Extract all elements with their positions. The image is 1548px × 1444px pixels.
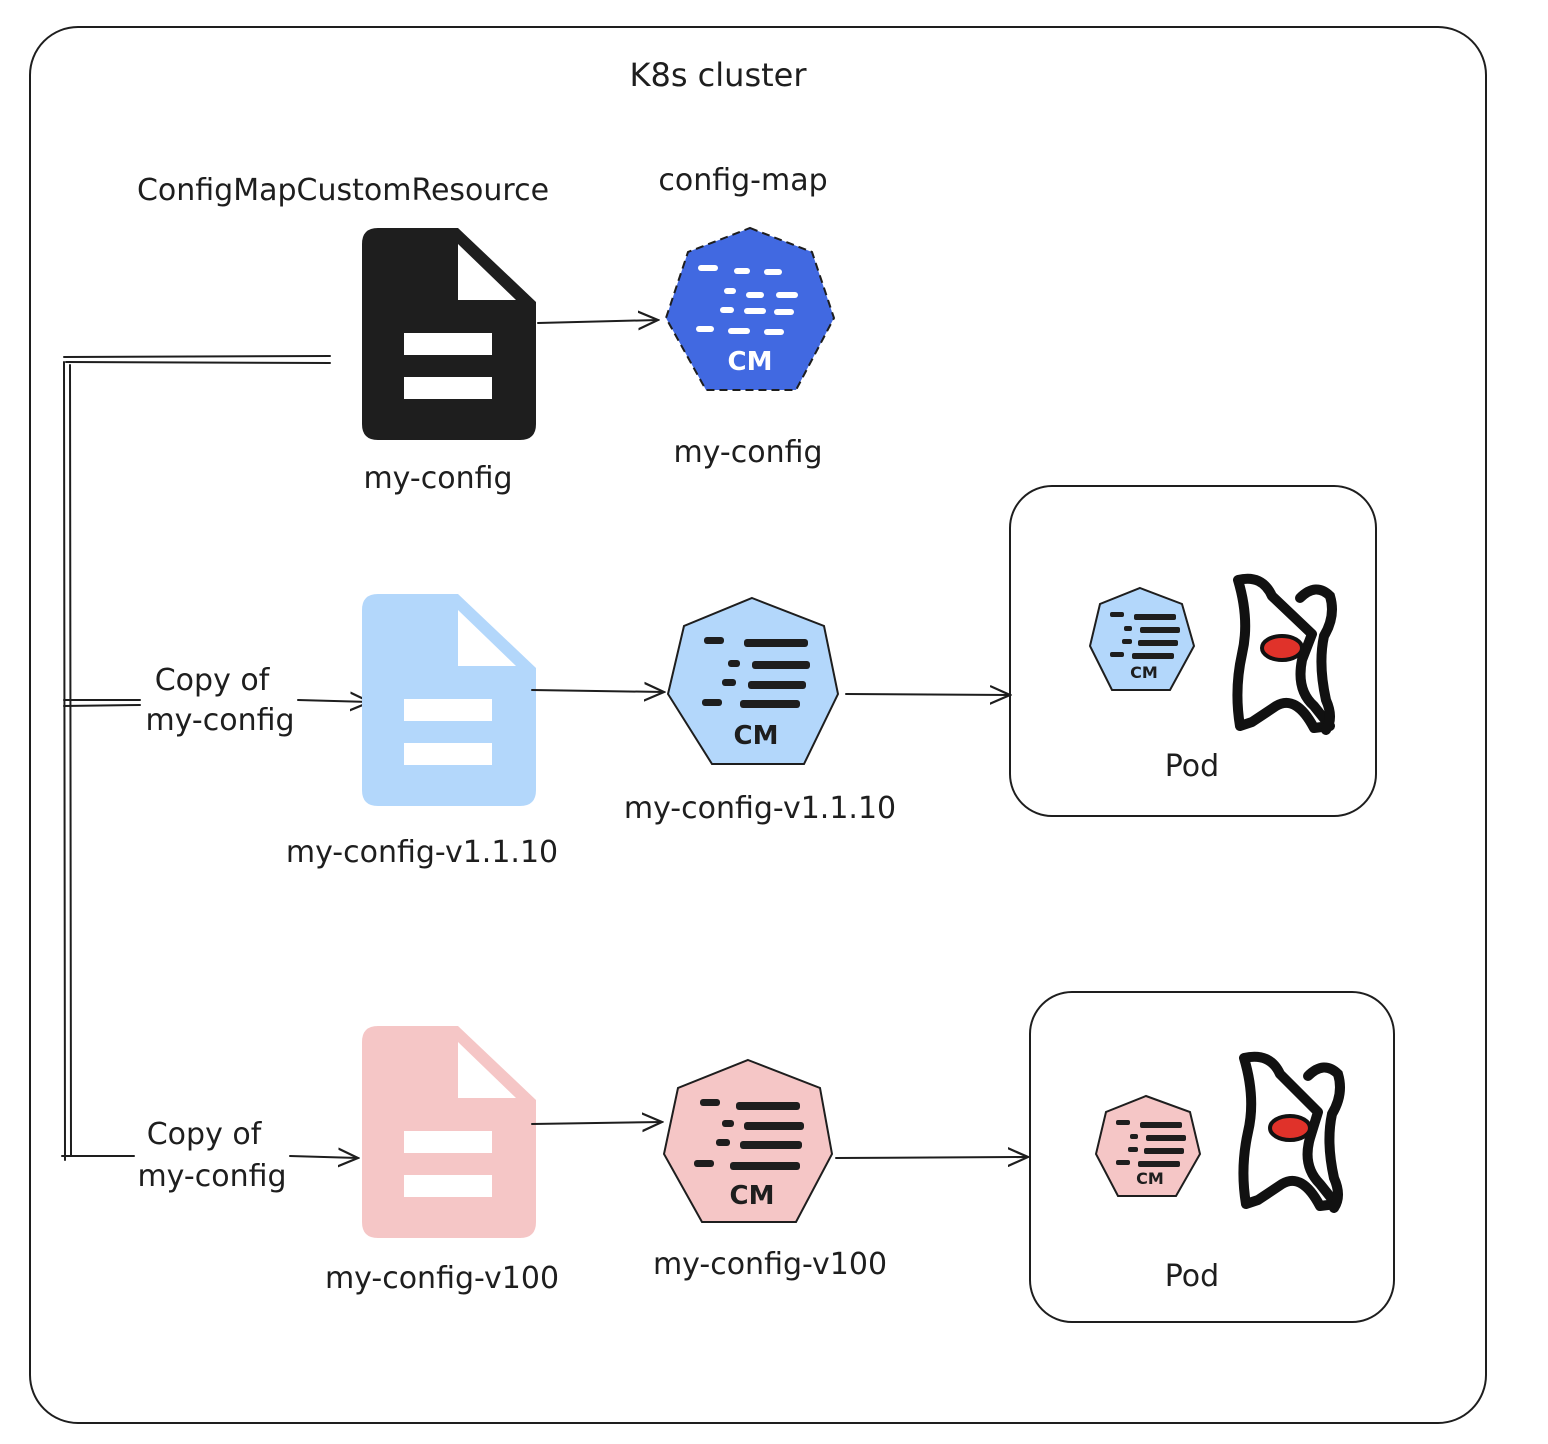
configmap-heptagon-icon: CM <box>662 1058 834 1223</box>
configmap-column-header: config-map <box>658 163 827 198</box>
java-duke-icon <box>1238 1051 1345 1213</box>
arrow-configmap-to-pod-v1.1.10 <box>845 694 1010 695</box>
arrow-doc-to-configmap-v100 <box>531 1122 662 1124</box>
pod-label: Pod <box>1165 1259 1219 1294</box>
configmap-heptagon-icon: CM <box>1088 586 1196 691</box>
document-icon <box>362 1026 536 1238</box>
document-icon <box>362 228 536 440</box>
copy-branch-connector <box>61 355 331 1161</box>
svg-text:CM: CM <box>730 1181 775 1211</box>
pod-label: Pod <box>1165 749 1219 784</box>
configmap-heptagon-icon: CM <box>1094 1094 1202 1197</box>
source-label-line2: my-config <box>145 703 294 738</box>
configmap-label-my-config-v1.1.10: my-config-v1.1.10 <box>624 791 896 826</box>
configmap-label-my-config-v100: my-config-v100 <box>653 1247 887 1282</box>
source-label-line2: my-config <box>137 1159 286 1194</box>
document-icon <box>362 594 536 806</box>
configmap-label-my-config: my-config <box>673 435 822 470</box>
java-duke-icon <box>1232 573 1337 735</box>
arrow-copy-to-doc-v1.1.10 <box>297 700 370 702</box>
cluster-title: K8s cluster <box>629 56 807 94</box>
svg-text:CM: CM <box>1130 663 1158 682</box>
arrow-doc-to-configmap-v1.1.10 <box>531 690 664 692</box>
svg-text:CM: CM <box>734 721 779 751</box>
configmap-heptagon-icon: CM <box>664 226 836 391</box>
k8s-cluster-boundary <box>29 26 1487 1424</box>
configmap-heptagon-icon: CM <box>666 596 840 765</box>
source-label-line1: Copy of <box>155 663 271 698</box>
svg-text:CM: CM <box>728 347 773 377</box>
pod-box: CM Pod <box>1009 485 1377 817</box>
crd-column-header: ConfigMapCustomResource <box>137 173 549 208</box>
doc-label-my-config: my-config <box>363 461 512 496</box>
svg-text:CM: CM <box>1136 1169 1164 1188</box>
arrow-crd-to-configmap <box>537 320 658 323</box>
source-label-line1: Copy of <box>147 1117 263 1152</box>
doc-label-my-config-v100: my-config-v100 <box>325 1261 559 1296</box>
arrow-configmap-to-pod-v100 <box>835 1157 1028 1158</box>
pod-box: CM Pod <box>1029 991 1395 1323</box>
doc-label-my-config-v1.1.10: my-config-v1.1.10 <box>286 835 558 870</box>
arrow-copy-to-doc-v100 <box>289 1156 358 1158</box>
